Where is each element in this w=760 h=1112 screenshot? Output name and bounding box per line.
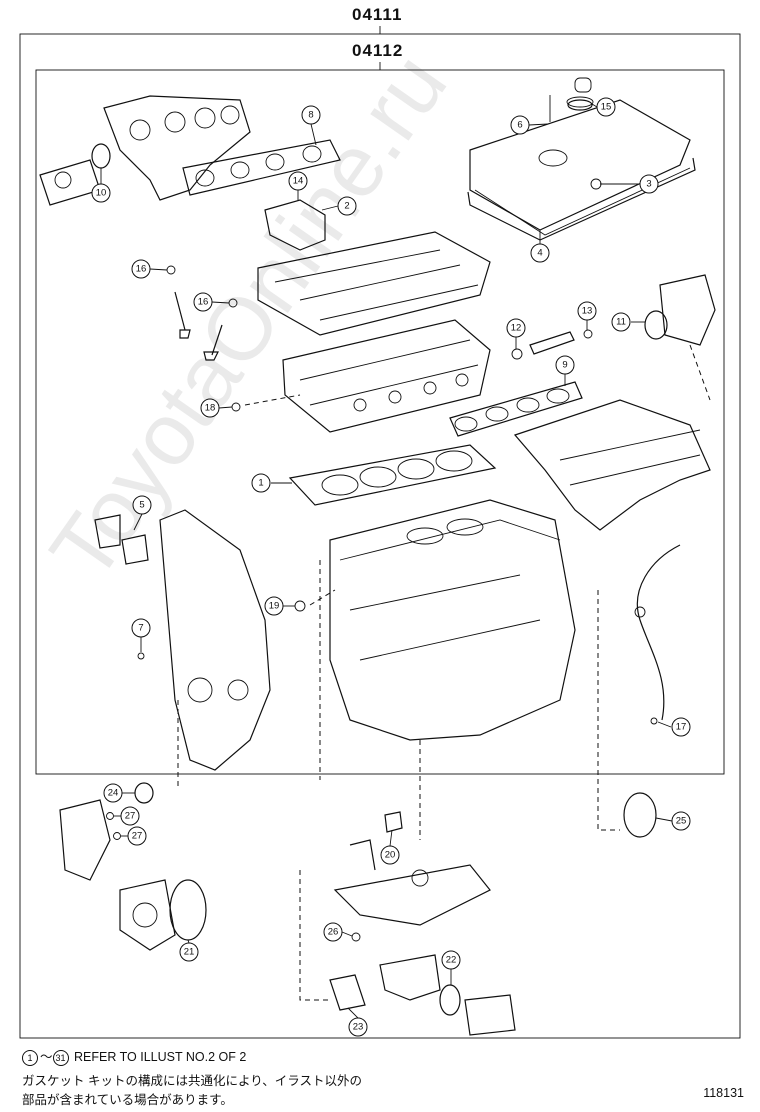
callout-13: 13: [577, 301, 597, 321]
intake-manifold-gasket: [449, 381, 583, 437]
callout-11: 11: [611, 312, 631, 332]
callout-22: 22: [441, 950, 461, 970]
kit-code-outer: 04111: [352, 5, 403, 24]
svg-text:27: 27: [132, 831, 143, 842]
svg-text:7: 7: [138, 623, 143, 634]
timing-chain-cover: [94, 509, 271, 771]
callout-26: 26: [323, 922, 343, 942]
callout-4: 4: [530, 243, 550, 263]
intake-manifold: [513, 399, 711, 531]
valves: [174, 291, 223, 361]
callout-1: 1: [251, 473, 271, 493]
ref-start-circle: 1: [22, 1049, 38, 1066]
svg-text:12: 12: [511, 323, 522, 334]
fuel-injector: [511, 331, 575, 360]
cylinder-head-gasket: [288, 444, 497, 506]
svg-text:9: 9: [562, 360, 567, 371]
svg-text:11: 11: [616, 317, 626, 328]
svg-text:23: 23: [353, 1022, 364, 1033]
callout-7: 7: [131, 618, 151, 638]
svg-text:14: 14: [293, 176, 304, 187]
callout-14: 14: [288, 171, 308, 191]
callout-10: 10: [91, 183, 111, 203]
svg-text:1: 1: [258, 478, 263, 489]
exhaust-manifold-gasket: [182, 139, 341, 196]
callout-25: 25: [671, 811, 691, 831]
reference-note: 1〜31 REFER TO ILLUST NO.2 OF 2: [22, 1046, 246, 1066]
callout-2: 2: [337, 196, 357, 216]
rear-oil-seal: [623, 792, 657, 838]
callout-8: 8: [301, 105, 321, 125]
vvt-solenoid-bracket: [264, 199, 326, 251]
callout-24: 24: [103, 783, 123, 803]
svg-text:16: 16: [136, 264, 147, 275]
throttle-body: [644, 274, 716, 346]
ref-tilde: 〜: [40, 1050, 53, 1064]
ref-text: REFER TO ILLUST NO.2 OF 2: [74, 1050, 247, 1064]
callout-27a: 27: [120, 806, 140, 826]
svg-text:13: 13: [582, 306, 593, 317]
svg-text:24: 24: [108, 788, 119, 799]
ref-end-circle: 31: [52, 1049, 69, 1066]
svg-text:25: 25: [676, 816, 687, 827]
callout-23: 23: [348, 1017, 368, 1037]
callout-9: 9: [555, 355, 575, 375]
cylinder-block: [329, 499, 576, 741]
callout-20: 20: [380, 845, 400, 865]
callout-3: 3: [639, 174, 659, 194]
callout-16b: 16: [193, 292, 213, 312]
svg-text:5: 5: [139, 500, 144, 511]
svg-text:27: 27: [125, 811, 136, 822]
callout-19: 19: [264, 596, 284, 616]
jp-note-line-2: 部品が含まれている場合があります。: [22, 1093, 233, 1107]
svg-text:10: 10: [96, 188, 107, 199]
oil-level-gauge: [634, 544, 681, 721]
inner-kit-frame: [35, 69, 725, 775]
callout-16a: 16: [131, 259, 151, 279]
callout-12: 12: [506, 318, 526, 338]
svg-text:18: 18: [205, 403, 216, 414]
jp-note-line-1: ガスケット キットの構成には共通化により、イラスト以外の: [22, 1074, 362, 1088]
oil-pump-and-housing: [329, 954, 516, 1036]
svg-text:21: 21: [184, 947, 195, 958]
kit-code-inner: 04112: [352, 41, 404, 60]
svg-text:4: 4: [537, 248, 542, 259]
svg-text:6: 6: [517, 120, 522, 131]
illustration-number: 118131: [703, 1086, 744, 1100]
callout-18: 18: [200, 398, 220, 418]
cylinder-head: [282, 319, 491, 433]
svg-text:17: 17: [676, 722, 687, 733]
camshaft-housing: [257, 231, 491, 336]
callout-15: 15: [596, 97, 616, 117]
cylinder-head-cover: [467, 77, 696, 241]
svg-text:2: 2: [344, 201, 349, 212]
callout-5: 5: [132, 495, 152, 515]
svg-text:3: 3: [646, 179, 651, 190]
oil-strainer-and-pan: [333, 811, 491, 926]
svg-text:20: 20: [385, 850, 396, 861]
callout-17: 17: [671, 717, 691, 737]
svg-text:26: 26: [328, 927, 339, 938]
callout-21: 21: [179, 942, 199, 962]
svg-text:16: 16: [198, 297, 209, 308]
callout-27b: 27: [127, 826, 147, 846]
outer-kit-frame: [19, 33, 741, 1039]
dashed-leaders: [177, 344, 711, 1001]
callout-leaders: [100, 103, 673, 1019]
callout-6: 6: [510, 115, 530, 135]
svg-text:22: 22: [446, 955, 457, 966]
svg-text:19: 19: [269, 601, 280, 612]
small-seals: [106, 96, 658, 942]
svg-text:8: 8: [308, 110, 313, 121]
svg-text:15: 15: [601, 102, 612, 113]
